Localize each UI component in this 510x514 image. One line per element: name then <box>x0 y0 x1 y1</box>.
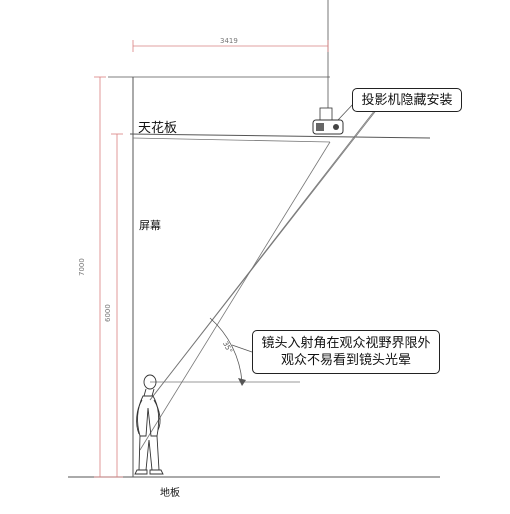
projector-callout-text: 投影机隐藏安装 <box>361 93 453 108</box>
horizontal-dimension-text: 3419 <box>220 37 238 45</box>
viewing-callout-line1: 镜头入射角在观众视野界限外 <box>261 336 431 351</box>
height-screen-dimension-text: 6000 <box>104 304 112 322</box>
screen-label: 屏幕 <box>139 219 161 232</box>
floor-label: 地板 <box>160 488 180 499</box>
viewing-callout-leader <box>231 344 253 353</box>
viewing-angle-callout: 镜头入射角在观众视野界限外 观众不易看到镜头光晕 <box>252 330 440 374</box>
person-figure-icon <box>134 374 164 475</box>
projection-ray-top <box>132 137 331 143</box>
ceiling-label: 天花板 <box>138 121 178 136</box>
height-total-dimension-text: 7000 <box>78 258 86 276</box>
sightline-ray-long <box>149 89 393 401</box>
ceiling-line <box>129 133 431 139</box>
viewing-angle-arc <box>209 317 243 383</box>
projector-callout: 投影机隐藏安装 <box>352 88 462 112</box>
projection-ray-bottom <box>139 141 331 451</box>
projector-icon <box>312 107 344 135</box>
viewing-callout-line2: 观众不易看到镜头光晕 <box>280 353 411 368</box>
viewing-angle-arrow <box>238 378 246 386</box>
